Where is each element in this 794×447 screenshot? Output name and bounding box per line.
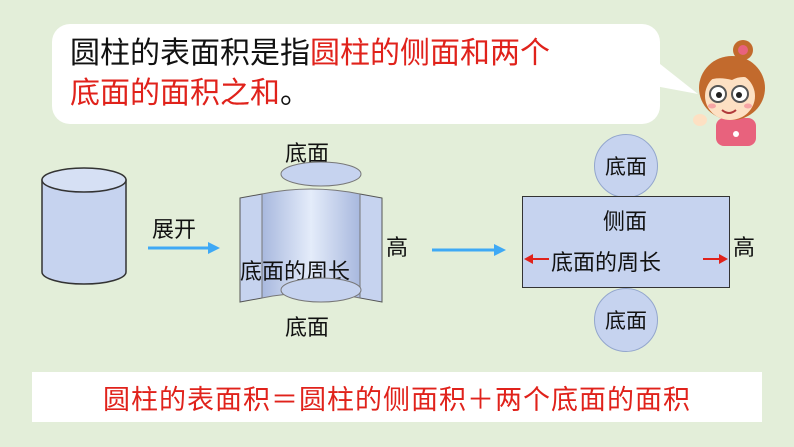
unfold-label: 展开 xyxy=(152,218,197,243)
net-circumference-label: 底面的周长 xyxy=(551,251,662,276)
speech-end-mark: 。 xyxy=(280,76,310,111)
speech-text-black: 圆柱的表面积是指 xyxy=(70,36,310,71)
unrolled-lateral-surface xyxy=(239,188,383,303)
net-lateral-label: 侧面 xyxy=(603,210,648,235)
speech-text-red-2: 底面的面积之和 xyxy=(70,76,280,111)
net-height-label: 高 xyxy=(733,236,756,261)
speech-bubble-tail xyxy=(655,60,698,94)
net-arrow xyxy=(432,244,506,256)
surface-area-formula: 圆柱的表面积＝圆柱的侧面积＋两个底面的面积 xyxy=(32,372,762,422)
unfold-arrow xyxy=(148,242,220,254)
speech-text-red-1: 圆柱的侧面和两个 xyxy=(310,36,550,71)
speech-bubble: 圆柱的表面积是指圆柱的侧面和两个 底面的面积之和。 xyxy=(52,24,660,124)
net-top-base-circle: 底面 xyxy=(594,134,658,198)
middle-height-label: 高 xyxy=(386,236,409,261)
cylinder-shape xyxy=(41,167,127,285)
middle-bottom-base-label: 底面 xyxy=(285,316,330,341)
net-bottom-base-circle: 底面 xyxy=(594,288,658,352)
middle-bottom-base-ellipse xyxy=(280,277,362,303)
net-lateral-rectangle xyxy=(522,196,730,288)
middle-top-base-ellipse xyxy=(280,161,362,187)
girl-character-icon xyxy=(693,40,765,146)
net-circumference-arrow xyxy=(524,254,728,264)
